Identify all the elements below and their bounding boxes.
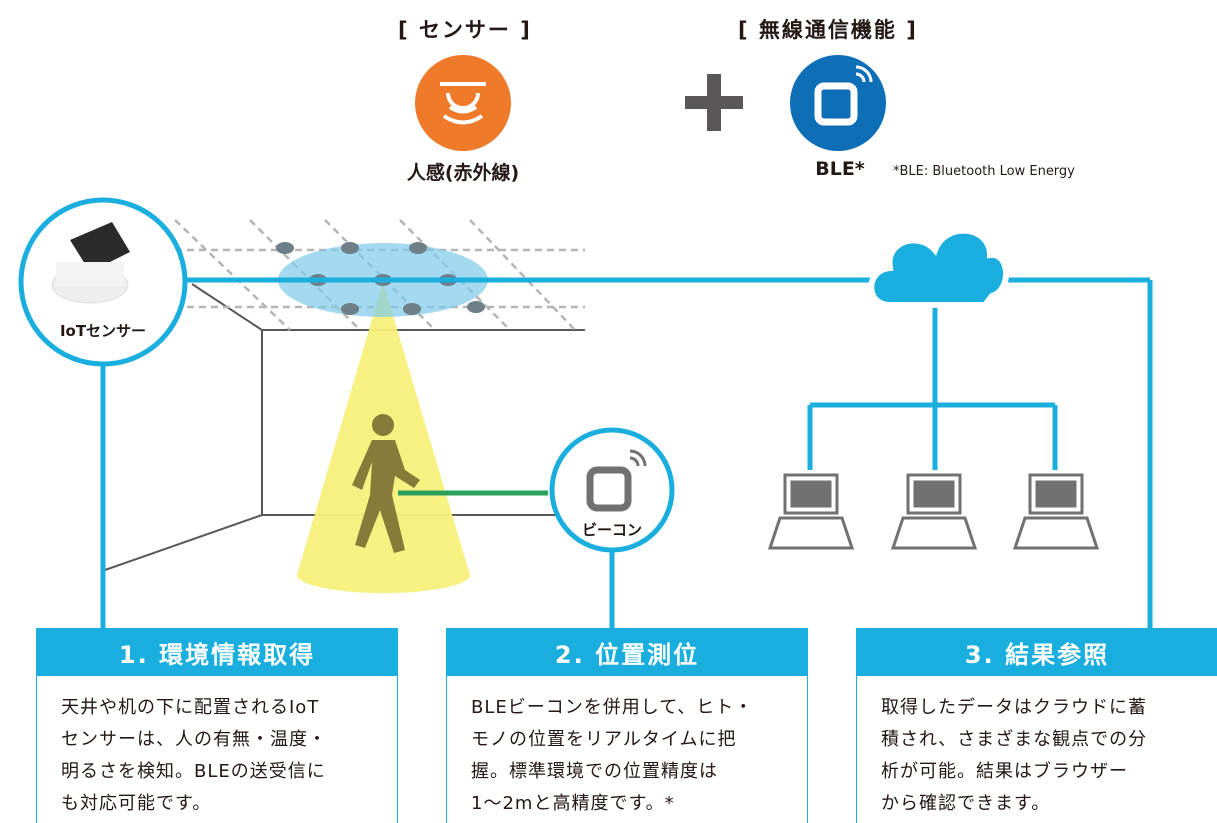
motion-sensor-icon xyxy=(415,55,511,151)
beacon-label: ビーコン xyxy=(581,521,642,539)
panel-line: 天井や机の下に配置されるIoT xyxy=(61,697,320,718)
panel-environment: 1. 環境情報取得 天井や机の下に配置されるIoT センサーは、人の有無・温度・… xyxy=(36,628,398,823)
panel-positioning: 2. 位置測位 BLEビーコンを併用して、ヒト・ モノの位置をリアルタイムに把 … xyxy=(446,628,808,823)
panel-body: 天井や机の下に配置されるIoT センサーは、人の有無・温度・ 明るさを検知。BL… xyxy=(36,676,398,823)
panel-line: 析が可能。結果はブラウザー xyxy=(881,761,1128,782)
panel-title: 2. 位置測位 xyxy=(446,628,808,676)
walking-person-icon xyxy=(352,414,420,553)
iot-sensor-device-icon xyxy=(51,222,130,304)
cloud-icon xyxy=(868,227,1009,308)
sensor-label: 人感(赤外線) xyxy=(406,162,520,184)
panel-line: 取得したデータはクラウドに蓄 xyxy=(881,697,1147,718)
panel-line: 1〜2mと高精度です。* xyxy=(471,793,675,814)
laptop-icons xyxy=(767,473,1100,550)
ble-icon xyxy=(790,55,886,151)
panel-line: も対応可能です。 xyxy=(61,793,212,814)
panel-line: から確認できます。 xyxy=(881,793,1051,814)
panel-results: 3. 結果参照 取得したデータはクラウドに蓄 積され、さまざまな観点での分 析が… xyxy=(856,628,1217,823)
ble-label: BLE* xyxy=(815,158,865,180)
beacon-signal-icon xyxy=(629,449,647,467)
panel-line: 明るさを検知。BLEの送受信に xyxy=(61,761,326,782)
panel-line: モノの位置をリアルタイムに把 xyxy=(471,729,737,750)
iot-sensor-label: IoTセンサー xyxy=(59,322,147,340)
panel-line: BLEビーコンを併用して、ヒト・ xyxy=(471,697,754,718)
panel-line: 握。標準環境での位置精度は xyxy=(471,761,718,782)
panel-title: 1. 環境情報取得 xyxy=(36,628,398,676)
panel-line: センサーは、人の有無・温度・ xyxy=(61,729,327,750)
panel-line: 積され、さまざまな観点での分 xyxy=(881,729,1148,750)
beacon-device-icon xyxy=(586,466,632,512)
panel-body: BLEビーコンを併用して、ヒト・ モノの位置をリアルタイムに把 握。標準環境での… xyxy=(446,676,808,823)
panel-body: 取得したデータはクラウドに蓄 積され、さまざまな観点での分 析が可能。結果はブラ… xyxy=(856,676,1217,823)
light-cone xyxy=(297,282,470,594)
ble-note: *BLE: Bluetooth Low Energy xyxy=(893,164,1075,179)
panel-title: 3. 結果参照 xyxy=(856,628,1217,676)
sensor-title: [ センサー ] xyxy=(398,18,532,42)
wireless-title: [ 無線通信機能 ] xyxy=(738,18,918,42)
plus-icon xyxy=(685,74,743,131)
